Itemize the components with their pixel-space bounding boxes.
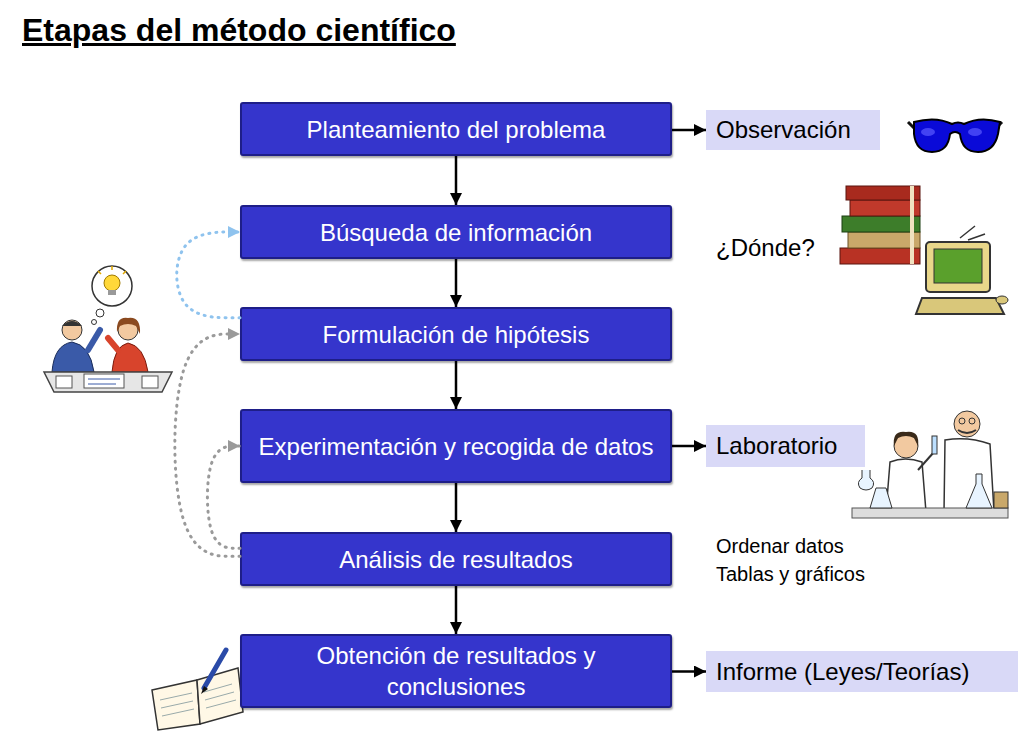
thought-bubble [96,309,104,317]
glasses-lenses [914,119,1000,152]
scientist-coat [944,439,994,512]
test-tube [932,436,937,454]
scientist-glasses [969,418,975,424]
process-box: Búsqueda de información [240,205,672,259]
book [850,200,920,216]
result-tag: Informe (Leyes/Teorías) [706,651,1018,692]
flow-arrow [455,361,458,409]
feedback-arrow [177,232,240,318]
lab-bench [852,508,1008,518]
flow-arrow [672,129,706,132]
spark-line [968,234,985,240]
notebook-lines [160,684,236,716]
paper-sheet [142,376,158,388]
note-text: ¿Dónde? [716,234,815,262]
flow-arrow [455,586,458,634]
thought-bubble [92,320,97,325]
scientists-icon [852,411,1008,518]
feedback-arrow [207,446,240,548]
books-icon [840,186,920,264]
node-text: Informe (Leyes/Teorías) [716,658,969,686]
flask [870,488,892,508]
monitor-screen [934,249,982,283]
process-box: Análisis de resultados [240,532,672,586]
result-tag: Laboratorio [706,425,865,467]
scientist-mustache [958,430,976,433]
scientist-glasses [959,418,965,424]
student-hair [894,432,919,446]
process-box: Obtención de resultados y conclusiones [240,634,672,708]
node-text: Búsqueda de información [320,217,592,248]
pen-tip [201,686,208,694]
student-arm [918,452,934,470]
table [44,372,172,392]
flow-arrow [455,259,458,307]
light-bulb [104,275,120,291]
book [842,216,920,232]
scientist-head [954,411,980,437]
woman-hair [117,318,140,334]
man-hair [62,321,82,326]
result-tag: Observación [706,110,880,150]
process-box: Formulación de hipótesis [240,307,672,361]
process-box: Planteamiento del problema [240,102,672,156]
flow-arrow [455,156,458,205]
paper-sheet [84,374,124,388]
flask [966,474,992,508]
note-text: Ordenar datos [716,535,844,558]
book [840,248,920,264]
man-head [62,320,82,340]
flow-arrow [455,483,458,532]
sunglasses-icon [908,119,1002,152]
keyboard [916,298,1004,314]
process-box: Experimentación y recogida de datos [240,409,672,483]
flow-arrow [672,445,706,448]
man-arm [88,330,100,350]
lens-shine [921,128,935,136]
node-text: Experimentación y recogida de datos [259,431,654,462]
thought-bubble [92,266,132,306]
node-text: Formulación de hipótesis [323,319,590,350]
flow-arrow [672,670,706,673]
bulb-rays [98,266,126,274]
book-pages [910,186,914,264]
paper-sheet [56,376,72,388]
spark-line [960,226,975,238]
lens-shine [968,128,982,136]
node-text: Análisis de resultados [339,544,572,575]
node-text: Observación [716,116,851,144]
monitor [926,242,990,292]
tube-rack [994,492,1008,508]
mouse [996,296,1008,304]
notebook-icon [152,650,243,730]
node-text: Obtención de resultados y conclusiones [254,640,658,702]
feedback-arrow [175,334,240,556]
woman-arm [108,338,118,350]
paper-lines [88,379,120,384]
node-text: Planteamiento del problema [307,114,606,145]
diagram-title: Etapas del método científico [22,12,456,49]
computer-icon [916,226,1008,314]
light-bulb [108,290,116,295]
note-text: Tablas y gráficos [716,563,865,586]
flask [858,470,873,490]
thinking-people-icon [44,266,172,392]
book [846,186,920,200]
node-text: Laboratorio [716,432,837,460]
book [848,232,920,248]
pen [204,650,226,688]
